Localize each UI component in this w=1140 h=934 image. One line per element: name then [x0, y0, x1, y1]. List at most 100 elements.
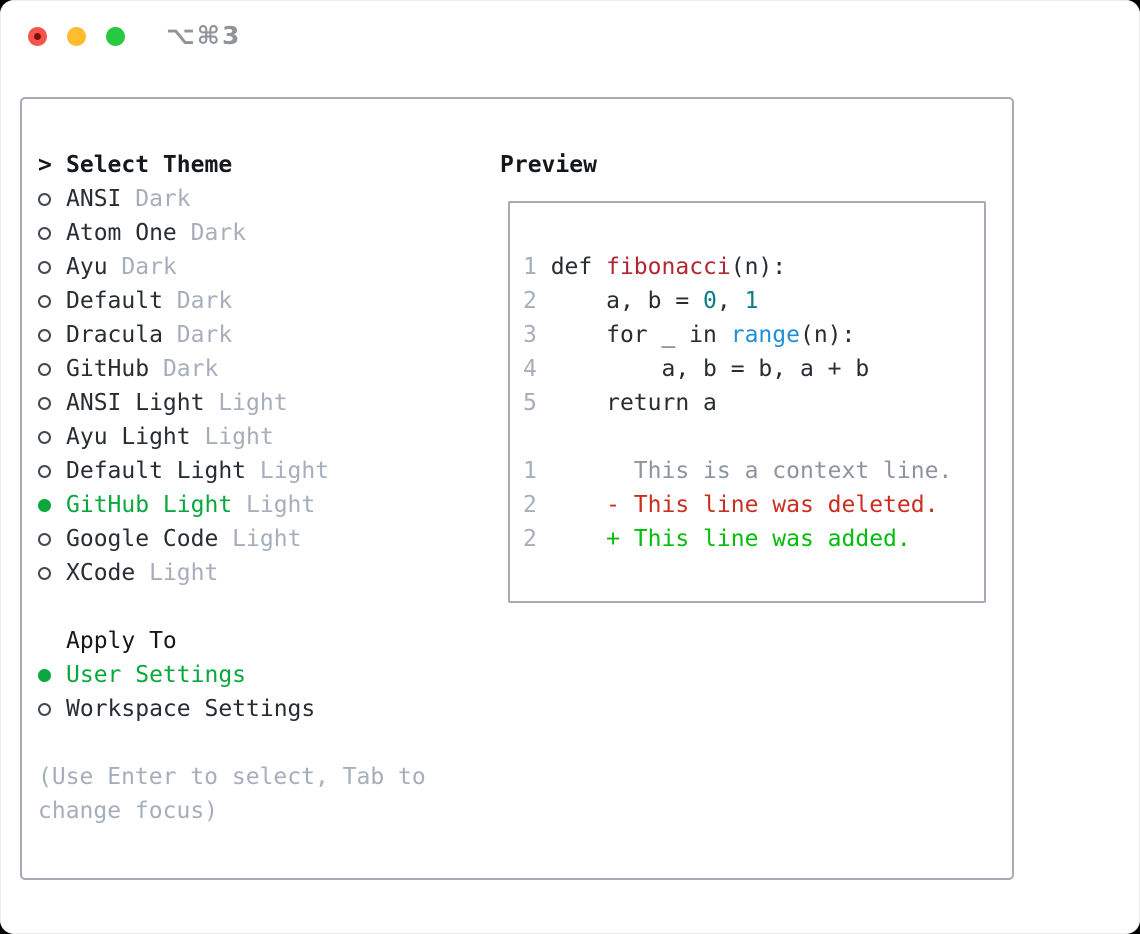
theme-variant: Dark [149, 356, 219, 382]
code-segment: This is a context line. [536, 458, 953, 484]
radio-circle-icon [38, 498, 51, 512]
theme-option[interactable]: Ayu Light Light [38, 420, 450, 454]
theme-name: XCode [66, 560, 136, 586]
theme-option[interactable]: XCode Light [38, 556, 450, 590]
line-number: 5 [523, 390, 537, 416]
theme-option[interactable]: GitHub Light Light [38, 488, 450, 522]
theme-option[interactable]: GitHub Dark [38, 352, 450, 386]
traffic-lights [28, 27, 125, 46]
radio-circle-icon [38, 192, 51, 206]
radio-bullet-cell [38, 668, 66, 682]
code-segment: return a [536, 390, 717, 416]
apply-to-header: Apply To [38, 624, 450, 658]
theme-name: Google Code [66, 526, 219, 552]
code-line: 3 for _ in range(n): [523, 318, 984, 352]
radio-circle-icon [38, 396, 51, 410]
radio-circle-icon [38, 328, 51, 342]
theme-variant: Light [135, 560, 219, 586]
radio-bullet-cell [38, 702, 66, 716]
code-segment: 1 [744, 288, 759, 314]
modified-indicator-dot [34, 33, 41, 40]
line-number: 1 [523, 458, 537, 484]
select-theme-header-label: Select Theme [66, 152, 233, 178]
radio-bullet-cell [38, 430, 66, 444]
theme-option[interactable]: Atom One Dark [38, 216, 450, 250]
cursor-prefix: > [38, 152, 52, 178]
theme-option[interactable]: Default Light Light [38, 454, 450, 488]
radio-circle-icon [38, 430, 51, 444]
radio-circle-icon [38, 566, 51, 580]
code-segment: , [716, 288, 745, 314]
theme-name: Dracula [66, 322, 163, 348]
code-segment: + This line was added. [536, 526, 911, 552]
preview-header-label: Preview [500, 152, 597, 178]
radio-bullet-cell [38, 532, 66, 546]
theme-name: ANSI Light [66, 390, 205, 416]
window-title: ⌥⌘3 [166, 21, 242, 50]
radio-circle-icon [38, 464, 51, 478]
theme-variant: Light [232, 492, 316, 518]
code-content: return a [537, 390, 717, 416]
line-number: 2 [523, 492, 537, 518]
zoom-button[interactable] [106, 27, 125, 46]
theme-variant: Dark [121, 186, 191, 212]
radio-circle-icon [38, 702, 51, 716]
radio-bullet-cell [38, 362, 66, 376]
apply-to-option[interactable]: User Settings [38, 658, 450, 692]
radio-bullet-cell [38, 566, 66, 580]
radio-circle-icon [38, 294, 51, 308]
code-segment: (n): [730, 254, 787, 280]
line-number: 1 [523, 254, 537, 280]
theme-name: Ayu [66, 254, 108, 280]
theme-name: GitHub [66, 356, 150, 382]
apply-to-option[interactable]: Workspace Settings [38, 692, 450, 726]
code-line: 1 This is a context line. [523, 454, 984, 488]
code-content: a, b = b, a + b [537, 356, 869, 382]
preview-header: Preview [500, 148, 597, 182]
select-theme-header: > Select Theme [38, 148, 450, 182]
code-content: def fibonacci(n): [537, 254, 786, 280]
theme-option[interactable]: Ayu Dark [38, 250, 450, 284]
theme-variant: Dark [162, 322, 233, 348]
code-segment: fibonacci [606, 254, 731, 280]
code-content: This is a context line. [536, 458, 953, 484]
code-segment: range [730, 322, 800, 348]
code-content: a, b = 0, 1 [536, 288, 759, 314]
code-line: 1 def fibonacci(n): [523, 250, 984, 284]
radio-bullet-cell [38, 226, 66, 240]
minimize-button[interactable] [67, 27, 86, 46]
code-content: + This line was added. [537, 526, 911, 552]
radio-bullet-cell [38, 294, 66, 308]
code-line: 4 a, b = b, a + b [523, 352, 984, 386]
theme-option[interactable]: ANSI Dark [38, 182, 450, 216]
theme-variant: Dark [162, 288, 233, 314]
radio-bullet-cell [38, 192, 66, 206]
keyboard-hint: (Use Enter to select, Tab to change focu… [38, 764, 426, 824]
code-segment: (n): [799, 322, 856, 348]
theme-name: ANSI [66, 186, 122, 212]
theme-option[interactable]: Google Code Light [38, 522, 450, 556]
radio-bullet-cell [38, 498, 66, 512]
theme-name: Atom One [66, 220, 177, 246]
theme-variant: Light [190, 424, 274, 450]
theme-option[interactable]: Dracula Dark [38, 318, 450, 352]
code-line: 2 a, b = 0, 1 [523, 284, 984, 318]
radio-circle-icon [38, 226, 51, 240]
radio-circle-icon [38, 260, 51, 274]
theme-option[interactable]: Default Dark [38, 284, 450, 318]
radio-bullet-cell [38, 260, 66, 274]
line-number: 3 [523, 322, 537, 348]
theme-column: > Select Theme ANSI Dark Atom One Dark Ay… [38, 148, 450, 828]
apply-to-label: Workspace Settings [66, 696, 316, 722]
radio-circle-icon [38, 532, 51, 546]
theme-variant: Dark [176, 220, 247, 246]
close-button[interactable] [28, 27, 47, 46]
theme-variant: Light [204, 390, 288, 416]
preview-code-box: 1 def fibonacci(n): 2 a, b = 0, 1 3 for … [508, 201, 986, 603]
theme-option[interactable]: ANSI Light Light [38, 386, 450, 420]
code-content: for _ in range(n): [536, 322, 856, 348]
code-segment: a, b = [536, 288, 704, 314]
code-segment: for _ in [536, 322, 731, 348]
radio-circle-icon [38, 362, 51, 376]
